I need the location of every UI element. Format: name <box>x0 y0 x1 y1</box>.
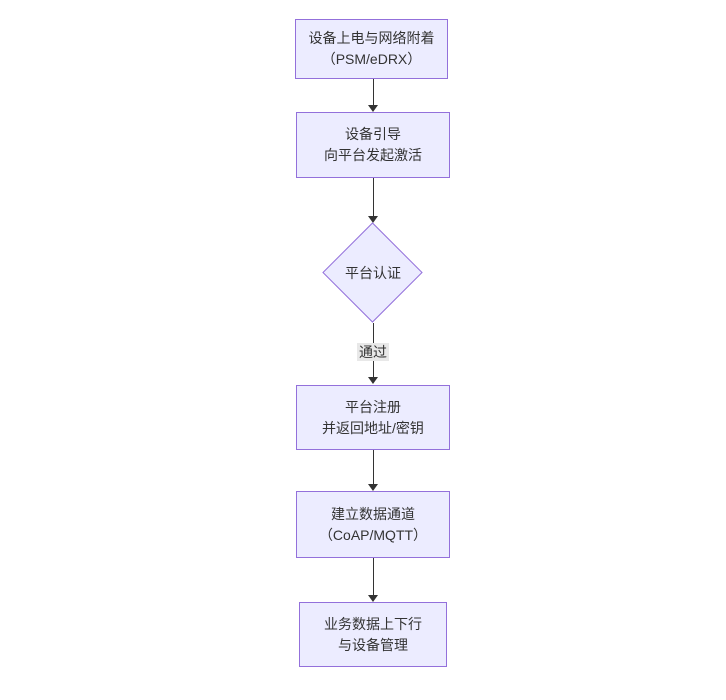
edge-line <box>372 558 374 596</box>
edge-label-pass: 通过 <box>357 343 389 361</box>
node-platform-register-line1: 平台注册 <box>345 398 401 415</box>
node-platform-register: 平台注册 并返回地址/密钥 <box>296 385 450 450</box>
arrowhead-icon <box>368 484 378 491</box>
node-bootstrap-line1: 设备引导 <box>345 126 401 142</box>
edge-bootstrap-to-auth <box>368 178 378 223</box>
arrowhead-icon <box>368 377 378 384</box>
node-power-attach-line1: 设备上电与网络附着 <box>308 30 435 46</box>
arrowhead-icon <box>368 595 378 602</box>
arrowhead-icon <box>368 105 378 112</box>
arrowhead-icon <box>368 216 378 223</box>
node-data-channel-line2: （CoAP/MQTT） <box>318 526 428 543</box>
node-platform-auth-label: 平台认证 <box>345 264 401 281</box>
node-business-data: 业务数据上下行 与设备管理 <box>299 602 447 667</box>
edge-line <box>372 79 374 106</box>
node-business-data-line2: 与设备管理 <box>338 636 408 653</box>
edge-line <box>372 450 374 485</box>
node-bootstrap: 设备引导 向平台发起激活 <box>296 112 450 178</box>
node-power-attach-line2: （PSM/eDRX） <box>321 51 422 67</box>
edge-power-to-bootstrap <box>368 79 378 112</box>
node-data-channel-line1: 建立数据通道 <box>331 505 415 522</box>
node-platform-register-line2: 并返回地址/密钥 <box>322 419 424 436</box>
node-bootstrap-line2: 向平台发起激活 <box>324 147 422 163</box>
edge-line <box>372 178 374 217</box>
edge-auth-to-register: 通过 <box>357 323 389 384</box>
edge-channel-to-business <box>368 558 378 602</box>
node-data-channel: 建立数据通道 （CoAP/MQTT） <box>296 491 450 558</box>
node-power-attach: 设备上电与网络附着 （PSM/eDRX） <box>295 19 448 79</box>
edge-register-to-channel <box>368 450 378 491</box>
node-business-data-line1: 业务数据上下行 <box>324 615 422 632</box>
node-platform-auth: 平台认证 <box>322 222 424 323</box>
